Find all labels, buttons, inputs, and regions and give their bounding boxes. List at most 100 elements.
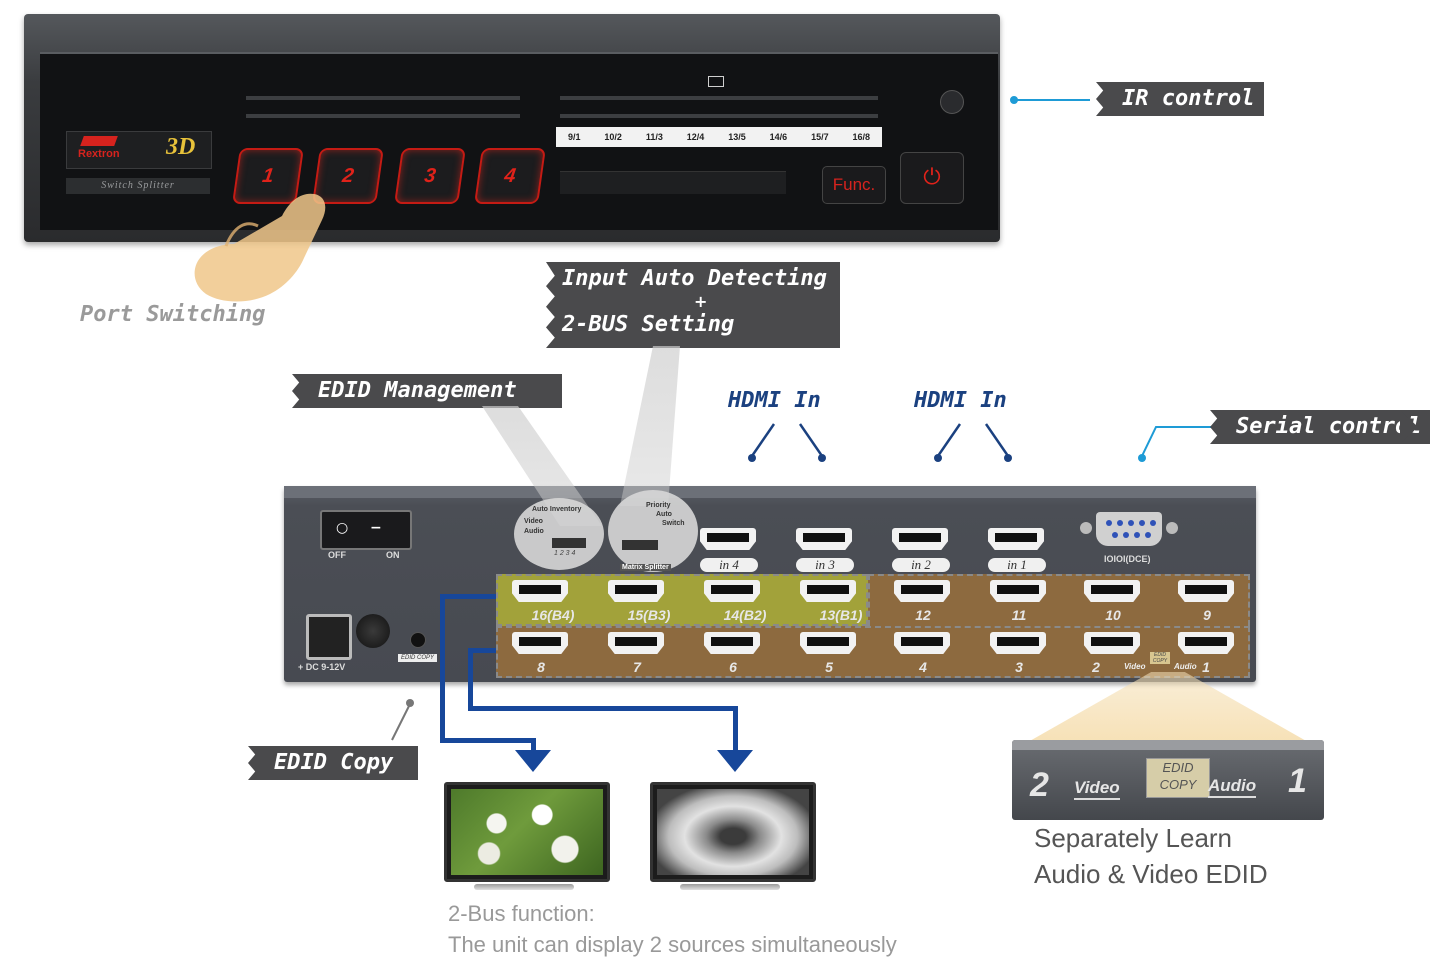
- hdmi-output-port[interactable]: [512, 632, 568, 654]
- lcd-label: 15/7: [811, 132, 829, 142]
- route-line: [440, 738, 536, 743]
- hdmi-output-port[interactable]: [1178, 632, 1234, 654]
- status-display: [560, 171, 786, 194]
- hdmi-output-port[interactable]: [800, 580, 856, 602]
- func-button[interactable]: Func.: [822, 166, 886, 204]
- db9-pin: [1123, 532, 1129, 538]
- output-label: 4: [919, 659, 927, 675]
- port-video-label: Video: [1124, 662, 1146, 671]
- input-label: in 4: [700, 558, 758, 572]
- hdmi-output-port[interactable]: [512, 580, 568, 602]
- output-label: 6: [729, 659, 737, 675]
- ir-control-tag: IR control: [1104, 82, 1265, 116]
- hdmi-output-port[interactable]: [1084, 580, 1140, 602]
- hdmi-output-port[interactable]: [1084, 632, 1140, 654]
- dip-switch-label: Switch: [662, 520, 685, 527]
- dip-zoom-bubble: [608, 490, 698, 572]
- dip-row-video: Video: [524, 518, 543, 525]
- front-vent: [246, 114, 520, 118]
- port-button-4[interactable]: 4: [474, 148, 546, 204]
- lcd-label: 12/4: [686, 132, 705, 142]
- output-label: 13(B1): [819, 607, 863, 623]
- dip-footer: Matrix Splitter: [620, 564, 671, 571]
- power-rocker-switch[interactable]: ○ −: [320, 510, 412, 550]
- port-button-3[interactable]: 3: [394, 148, 466, 204]
- edid-zoom-detail: 2 Video EDID COPY Audio 1: [1012, 740, 1324, 820]
- output-label: 12: [915, 607, 931, 623]
- db9-pin: [1134, 532, 1140, 538]
- port-audio-label: Audio: [1174, 662, 1197, 671]
- route-line: [440, 594, 445, 742]
- hdmi-output-port[interactable]: [704, 632, 760, 654]
- lcd-label: 13/5: [728, 132, 746, 142]
- tv-display-2: [650, 782, 816, 882]
- switch-on-label: ON: [386, 550, 400, 560]
- zoom-edid-line2: COPY: [1159, 777, 1197, 792]
- output-label: 7: [633, 659, 641, 675]
- route-line: [440, 594, 496, 599]
- output-label: 8: [537, 659, 545, 675]
- hdmi-output-port[interactable]: [990, 632, 1046, 654]
- hdmi-output-port[interactable]: [894, 632, 950, 654]
- output-label: 1: [1202, 659, 1210, 675]
- brand-name: Rextron: [78, 148, 120, 160]
- auto-detect-line1: Input Auto Detecting: [562, 266, 827, 291]
- rextron-mark-icon: [80, 136, 118, 146]
- hdmi-output-port[interactable]: [1178, 580, 1234, 602]
- zoom-num-right: 1: [1288, 762, 1307, 800]
- dip-header: Auto Inventory: [532, 506, 582, 513]
- lcd-label: 10/2: [604, 132, 622, 142]
- auto-detect-tag: [546, 262, 840, 348]
- ir-receiver: [940, 90, 964, 114]
- hdmi-output-port[interactable]: [704, 580, 760, 602]
- dc-power-jack[interactable]: [306, 614, 352, 660]
- locking-knob: [356, 614, 390, 648]
- callout-line: [1016, 99, 1090, 101]
- db9-pin: [1112, 532, 1118, 538]
- edid-copy-button[interactable]: [410, 632, 426, 648]
- dip-priority: Priority: [646, 502, 671, 509]
- power-button[interactable]: ⏻: [900, 152, 964, 204]
- dip-switch[interactable]: [552, 538, 586, 548]
- switch-off-symbol: ○: [336, 520, 349, 536]
- dip-zoom-bubble: [514, 498, 604, 570]
- hdmi-input-port[interactable]: [700, 528, 756, 550]
- lcd-label: 11/3: [645, 132, 663, 142]
- hdmi-output-port[interactable]: [608, 632, 664, 654]
- front-vent: [560, 96, 878, 100]
- hdmi-output-port[interactable]: [990, 580, 1046, 602]
- auto-detect-line2: 2-BUS Setting: [562, 312, 735, 337]
- edid-caption-line1: Separately Learn: [1034, 823, 1233, 853]
- hdmi-output-port[interactable]: [800, 632, 856, 654]
- port-edid-label: EDID COPY: [1150, 652, 1170, 664]
- route-line: [733, 706, 738, 764]
- hdmi-in-pointers: [748, 423, 1012, 462]
- db9-pin: [1106, 520, 1112, 526]
- hdmi-input-port[interactable]: [988, 528, 1044, 550]
- hdmi-input-port[interactable]: [892, 528, 948, 550]
- lcd-label: 9/1: [567, 132, 581, 142]
- serial-pointer: [1138, 426, 1220, 462]
- bus-caption-line1: 2-Bus function:: [448, 901, 595, 926]
- magnify-cone: [620, 346, 680, 506]
- zoom-cone: [1028, 672, 1308, 742]
- db9-serial-port[interactable]: [1096, 512, 1162, 546]
- zoom-num-left: 2: [1030, 766, 1049, 804]
- port-switching-label: Port Switching: [80, 302, 266, 327]
- db9-pin: [1128, 520, 1134, 526]
- edid-copy-btn-label: EDID COPY: [398, 654, 438, 662]
- rear-top-edge: [284, 486, 1256, 498]
- hdmi-output-port[interactable]: [894, 580, 950, 602]
- monitor-icon: [708, 76, 724, 87]
- dip-switch[interactable]: [622, 540, 658, 550]
- hdmi-output-port[interactable]: [608, 580, 664, 602]
- serial-control-tag: Serial control: [1218, 410, 1430, 444]
- tv-stand: [474, 884, 574, 890]
- route-line: [468, 648, 473, 710]
- db9-pin: [1139, 520, 1145, 526]
- hdmi-input-port[interactable]: [796, 528, 852, 550]
- edid-copy-tag: EDID Copy: [256, 746, 418, 780]
- db9-screw: [1166, 522, 1178, 534]
- hdmi-in-label: HDMI In: [914, 388, 1007, 413]
- db9-screw: [1080, 522, 1092, 534]
